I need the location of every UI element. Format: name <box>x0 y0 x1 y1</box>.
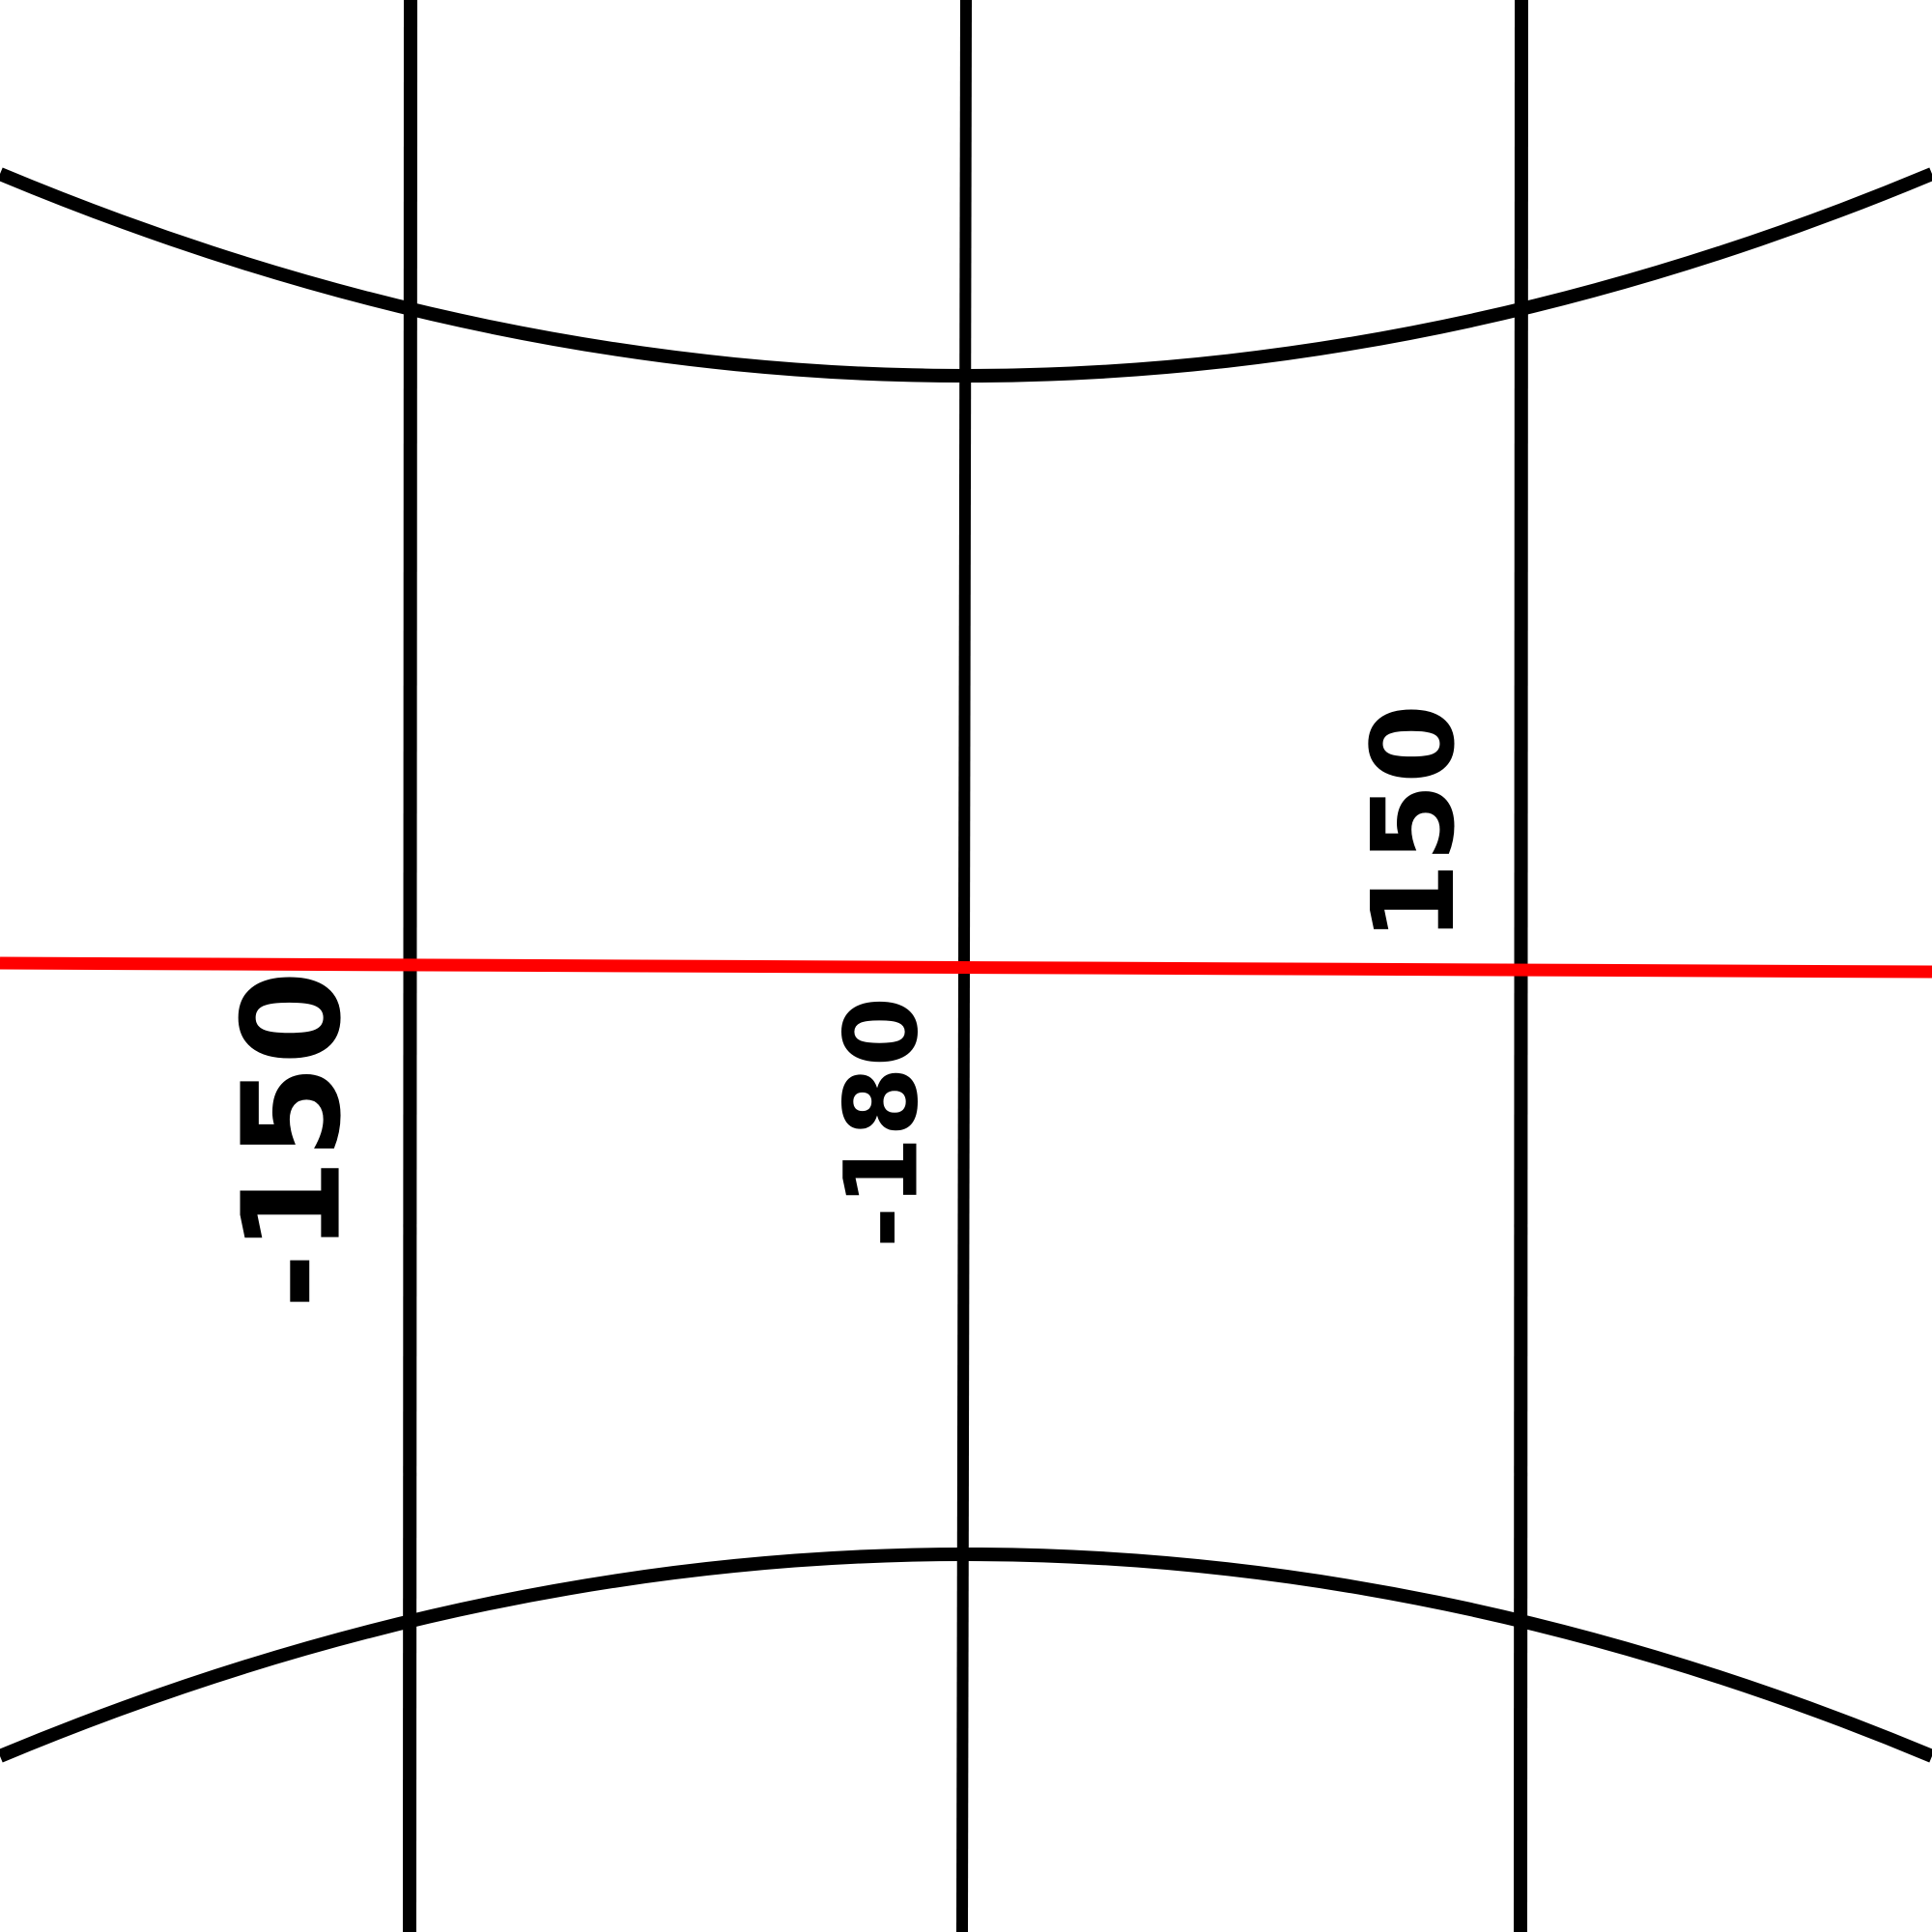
parallel-curve-top <box>0 167 1932 383</box>
parallel-curve-bottom <box>0 1548 1932 1763</box>
equator-line <box>0 956 1932 979</box>
meridian-label-center: -180 <box>822 997 940 1248</box>
meridian-label-right: 150 <box>1347 704 1480 942</box>
meridian-label-left: -150 <box>214 971 372 1309</box>
